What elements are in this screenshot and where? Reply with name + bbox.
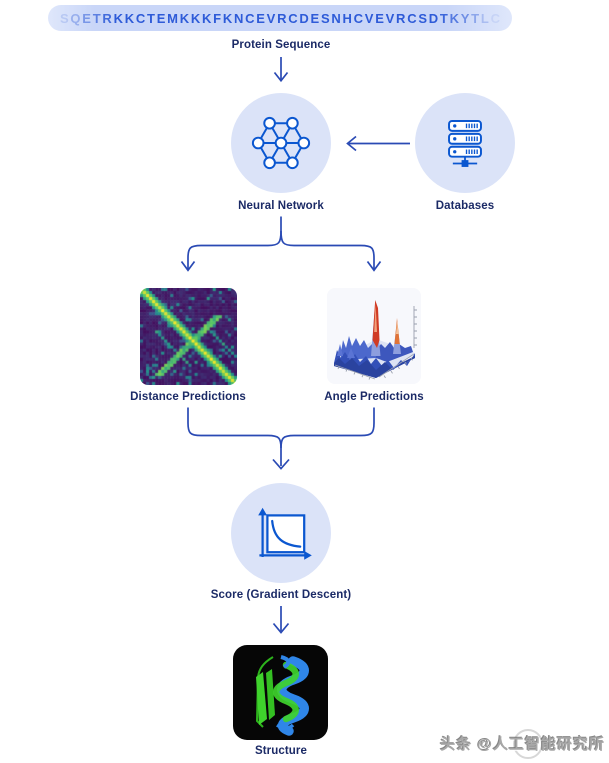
watermark: 头条 @人工智能研究所 <box>440 736 605 753</box>
contact-map-heatmap <box>140 288 237 385</box>
distance-predictions-image <box>140 288 237 385</box>
score-node <box>231 483 331 583</box>
arrow-sequence-to-neural-network <box>273 57 289 83</box>
arrow-predictions-to-score-merge <box>187 407 375 470</box>
arrow-databases-to-neural-network <box>346 135 410 152</box>
protein-sequence-label: Protein Sequence <box>231 39 331 51</box>
structure-image <box>233 645 328 740</box>
neural-network-node <box>231 93 331 193</box>
angle-predictions-image <box>327 288 421 384</box>
databases-node <box>415 93 515 193</box>
neural-network-label: Neural Network <box>238 200 324 212</box>
3d-surface-plot <box>327 288 421 384</box>
protein-ribbon-render <box>233 645 328 740</box>
score-label: Score (Gradient Descent) <box>210 589 352 601</box>
arrow-score-to-structure <box>272 606 290 634</box>
watermark-logo-icon <box>513 729 543 759</box>
server-stack-icon <box>448 119 482 167</box>
distance-predictions-label: Distance Predictions <box>130 391 246 403</box>
decay-curve-chart-icon <box>258 507 312 560</box>
databases-label: Databases <box>435 200 495 212</box>
arrow-network-to-predictions-split <box>180 216 382 272</box>
hexagon-network-icon <box>251 116 311 170</box>
angle-predictions-label: Angle Predictions <box>324 391 424 403</box>
structure-label: Structure <box>254 745 308 757</box>
